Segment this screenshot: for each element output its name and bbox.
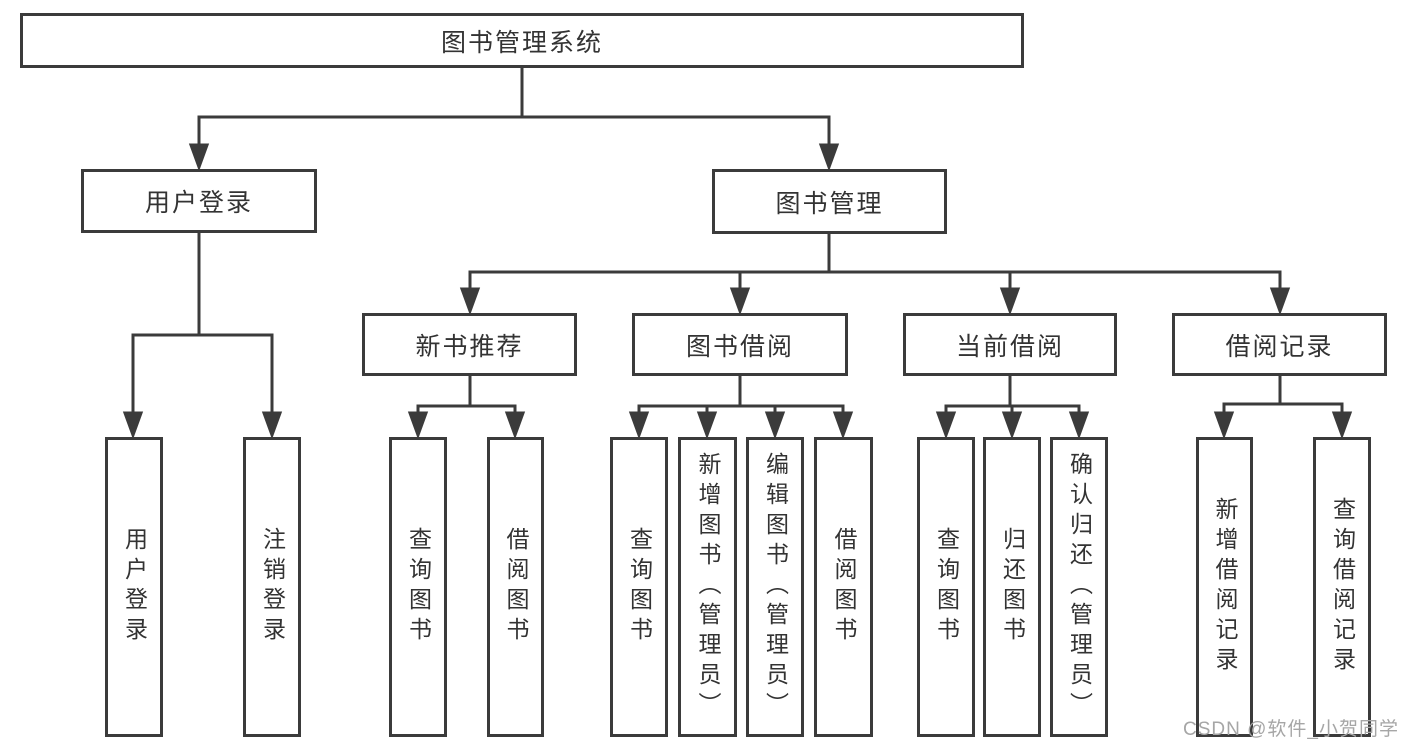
node-borrowing-records-label: 借阅记录 [1225,332,1334,361]
node-book-borrowing-label: 图书借阅 [685,332,794,361]
node-book-borrowing: 图书借阅 [632,313,848,376]
node-user-login-label: 用户登录 [144,189,253,217]
node-leaf-query-books-current-label: 查询图书 [933,527,960,647]
node-current-borrowing-label: 当前借阅 [955,332,1064,361]
node-leaf-edit-books-admin: 编辑图书（管理员） [746,437,804,737]
node-leaf-add-books-admin: 新增图书（管理员） [678,437,737,737]
node-leaf-logout-label: 注销登录 [259,527,286,647]
node-leaf-borrow-books-borrowing-label: 借阅图书 [831,527,857,647]
arrow-to-book-management [818,143,840,172]
node-leaf-query-borrow-record-label: 查询借阅记录 [1329,497,1356,677]
node-leaf-add-borrow-record: 新增借阅记录 [1196,437,1253,737]
arrow-to-borrowing-records [1269,287,1291,316]
node-leaf-query-books-current: 查询图书 [917,437,975,737]
arrow-to-current-borrowing [999,287,1021,316]
node-leaf-query-books-recommend-label: 查询图书 [405,527,432,647]
arrow-to-new-book-recommend [459,287,481,316]
node-leaf-confirm-return-admin-label: 确认归还（管理员） [1066,452,1093,722]
node-root: 图书管理系统 [20,13,1024,68]
node-leaf-borrow-books-recommend: 借阅图书 [487,437,544,737]
node-leaf-confirm-return-admin: 确认归还（管理员） [1050,437,1108,737]
node-current-borrowing: 当前借阅 [903,313,1117,376]
node-leaf-query-borrow-record: 查询借阅记录 [1313,437,1371,737]
node-new-book-recommend-label: 新书推荐 [415,332,524,361]
node-leaf-add-books-admin-label: 新增图书（管理员） [695,452,721,722]
node-leaf-return-books: 归还图书 [983,437,1041,737]
csdn-watermark: CSDN @软件_小贺同学 [1183,719,1399,740]
node-leaf-query-books-recommend: 查询图书 [389,437,447,737]
arrow-to-leaf-logout [261,411,283,440]
node-new-book-recommend: 新书推荐 [362,313,577,376]
node-leaf-user-login-label: 用户登录 [121,527,148,647]
node-leaf-borrow-books-recommend-label: 借阅图书 [503,527,529,647]
node-leaf-query-books-borrowing: 查询图书 [610,437,668,737]
node-borrowing-records: 借阅记录 [1172,313,1387,376]
node-leaf-query-books-borrowing-label: 查询图书 [626,527,653,647]
node-user-login: 用户登录 [81,169,317,233]
node-leaf-add-borrow-record-label: 新增借阅记录 [1212,497,1238,677]
arrow-to-user-login [188,143,210,172]
node-leaf-edit-books-admin-label: 编辑图书（管理员） [762,452,789,722]
node-leaf-borrow-books-borrowing: 借阅图书 [814,437,873,737]
node-book-management: 图书管理 [712,169,947,234]
arrow-to-leaf-user-login [122,411,144,440]
node-leaf-logout: 注销登录 [243,437,301,737]
node-book-management-label: 图书管理 [775,189,884,218]
node-leaf-return-books-label: 归还图书 [999,527,1026,647]
node-root-label: 图书管理系统 [440,28,603,57]
arrow-to-book-borrowing [729,287,751,316]
node-leaf-user-login: 用户登录 [105,437,163,737]
